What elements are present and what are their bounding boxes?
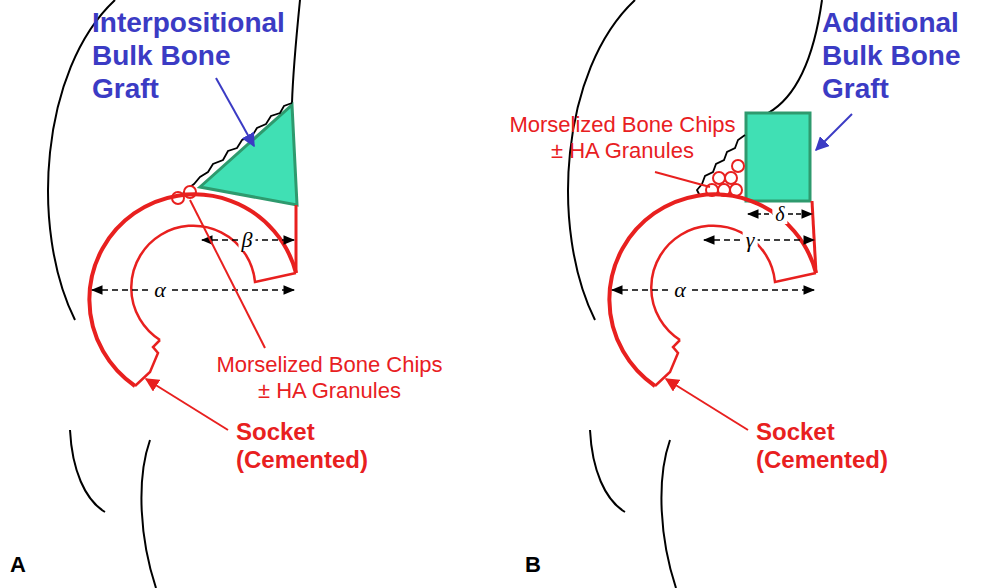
dimension-alpha — [612, 289, 814, 290]
bone-chip — [725, 172, 737, 184]
pelvis-outline — [141, 440, 156, 588]
dimension-label: γ — [743, 229, 758, 251]
socket-label: Socket (Cemented) — [236, 418, 386, 475]
dimension-label: β — [239, 229, 256, 251]
socket-rim-line — [812, 201, 816, 273]
bulk-bone-graft — [200, 105, 297, 205]
dimension-gamma — [704, 239, 814, 240]
socket-outer — [609, 194, 816, 386]
bone-chip — [732, 160, 744, 172]
leader-line — [190, 200, 265, 348]
socket-label: Socket (Cemented) — [756, 418, 906, 475]
pelvis-outline — [70, 430, 105, 512]
panel-letter: A — [10, 552, 50, 578]
socket-rim-line — [295, 205, 298, 273]
bone-chips-label: Morselized Bone Chips ± HA Granules — [212, 352, 447, 404]
leader-arrow — [816, 114, 852, 150]
graft-label: Additional Bulk Bone Graft — [822, 6, 972, 105]
pelvis-outline — [768, 0, 822, 113]
leader-arrow — [666, 379, 748, 430]
pelvis-outline — [661, 440, 676, 588]
panel-a — [48, 0, 300, 588]
socket-inner — [131, 226, 296, 340]
leader-arrow — [146, 379, 228, 430]
bone-chip — [713, 172, 725, 184]
leader-arrow — [216, 78, 254, 146]
bone-chips-label: Morselized Bone Chips ± HA Granules — [505, 112, 740, 164]
pelvis-outline — [590, 430, 625, 512]
bulk-bone-graft — [746, 113, 810, 201]
bone-surface — [697, 135, 745, 196]
bone-surface — [180, 103, 292, 197]
dimension-label: α — [671, 279, 689, 301]
panel-b — [568, 0, 852, 588]
panel-letter: B — [525, 552, 565, 578]
graft-label: Interpositional Bulk Bone Graft — [92, 6, 292, 105]
dimension-label: α — [151, 279, 169, 301]
dimension-label: δ — [772, 204, 787, 224]
leader-line — [655, 172, 710, 187]
dimension-alpha — [92, 289, 294, 290]
socket-inner — [651, 226, 816, 340]
pelvis-outline — [292, 0, 300, 103]
